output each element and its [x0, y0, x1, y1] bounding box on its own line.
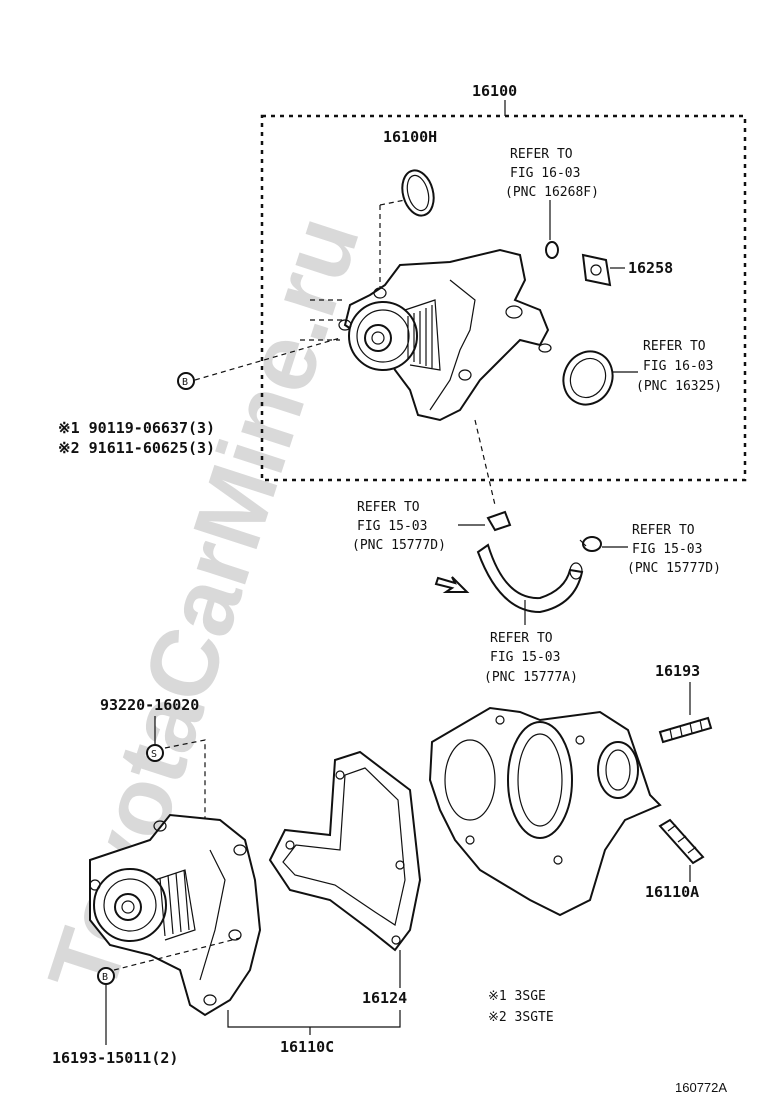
label-16110A[interactable]: 16110A: [645, 883, 699, 901]
note-1: ※1 3SGE: [488, 989, 546, 1004]
bolt-marker-icon: [177, 372, 195, 390]
stud-top-icon: [658, 716, 713, 744]
bolt-marker-letter: B: [182, 377, 188, 388]
oring-icon: [401, 169, 435, 217]
label-16100H[interactable]: 16100H: [383, 128, 437, 146]
refer-top-line1: REFER TO: [510, 147, 573, 162]
refer-right-line2[interactable]: FIG 16-03: [643, 359, 713, 374]
stud-marker-letter: S: [151, 749, 157, 760]
label-bolt-1[interactable]: ※1 90119-06637(3): [58, 419, 215, 437]
refer-right-line3: (PNC 16325): [636, 379, 722, 394]
refer-clampR-line1: REFER TO: [632, 523, 695, 538]
refer-hose-line3: (PNC 15777A): [484, 670, 578, 685]
water-pump-lower-icon: [89, 813, 262, 1017]
note-2: ※2 3SGTE: [488, 1010, 554, 1025]
refer-clampR-line2[interactable]: FIG 15-03: [632, 542, 702, 557]
figure-id: 160772A: [675, 1080, 727, 1095]
label-16100[interactable]: 16100: [472, 82, 517, 100]
gasket-icon: [268, 750, 422, 952]
stud-lower-icon: [658, 818, 705, 865]
gasket-small-icon: [581, 253, 612, 287]
label-16124[interactable]: 16124: [362, 989, 407, 1007]
stud-marker-icon: [146, 744, 164, 762]
clamp-left-icon: [486, 510, 512, 532]
label-16258[interactable]: 16258: [628, 259, 673, 277]
oil-seal-icon: [562, 350, 614, 406]
front-arrow-icon: [434, 576, 470, 593]
label-93220-16020[interactable]: 93220-16020: [100, 696, 199, 714]
label-16110C[interactable]: 16110C: [280, 1038, 334, 1056]
housing-icon: [428, 706, 662, 917]
small-oring-icon: [545, 241, 559, 259]
refer-top-line2[interactable]: FIG 16-03: [510, 166, 580, 181]
water-pump-icon: [338, 248, 552, 422]
refer-clampL-line1: REFER TO: [357, 500, 420, 515]
refer-hose-line1: REFER TO: [490, 631, 553, 646]
label-bolt-2[interactable]: ※2 91611-60625(3): [58, 439, 215, 457]
label-16193-15011[interactable]: 16193-15011(2): [52, 1049, 178, 1067]
bolt-marker-lower-icon: [97, 967, 115, 985]
bolt-marker-lower-letter: B: [102, 972, 108, 983]
refer-top-line3: (PNC 16268F): [505, 185, 599, 200]
refer-clampR-line3: (PNC 15777D): [627, 561, 721, 576]
refer-hose-line2[interactable]: FIG 15-03: [490, 650, 560, 665]
refer-clampL-line3: (PNC 15777D): [352, 538, 446, 553]
refer-right-line1: REFER TO: [643, 339, 706, 354]
label-16193[interactable]: 16193: [655, 662, 700, 680]
assembly-box: [260, 100, 747, 482]
hose-icon: [476, 543, 584, 614]
refer-clampL-line2[interactable]: FIG 15-03: [357, 519, 427, 534]
clamp-right-icon: [579, 536, 602, 552]
